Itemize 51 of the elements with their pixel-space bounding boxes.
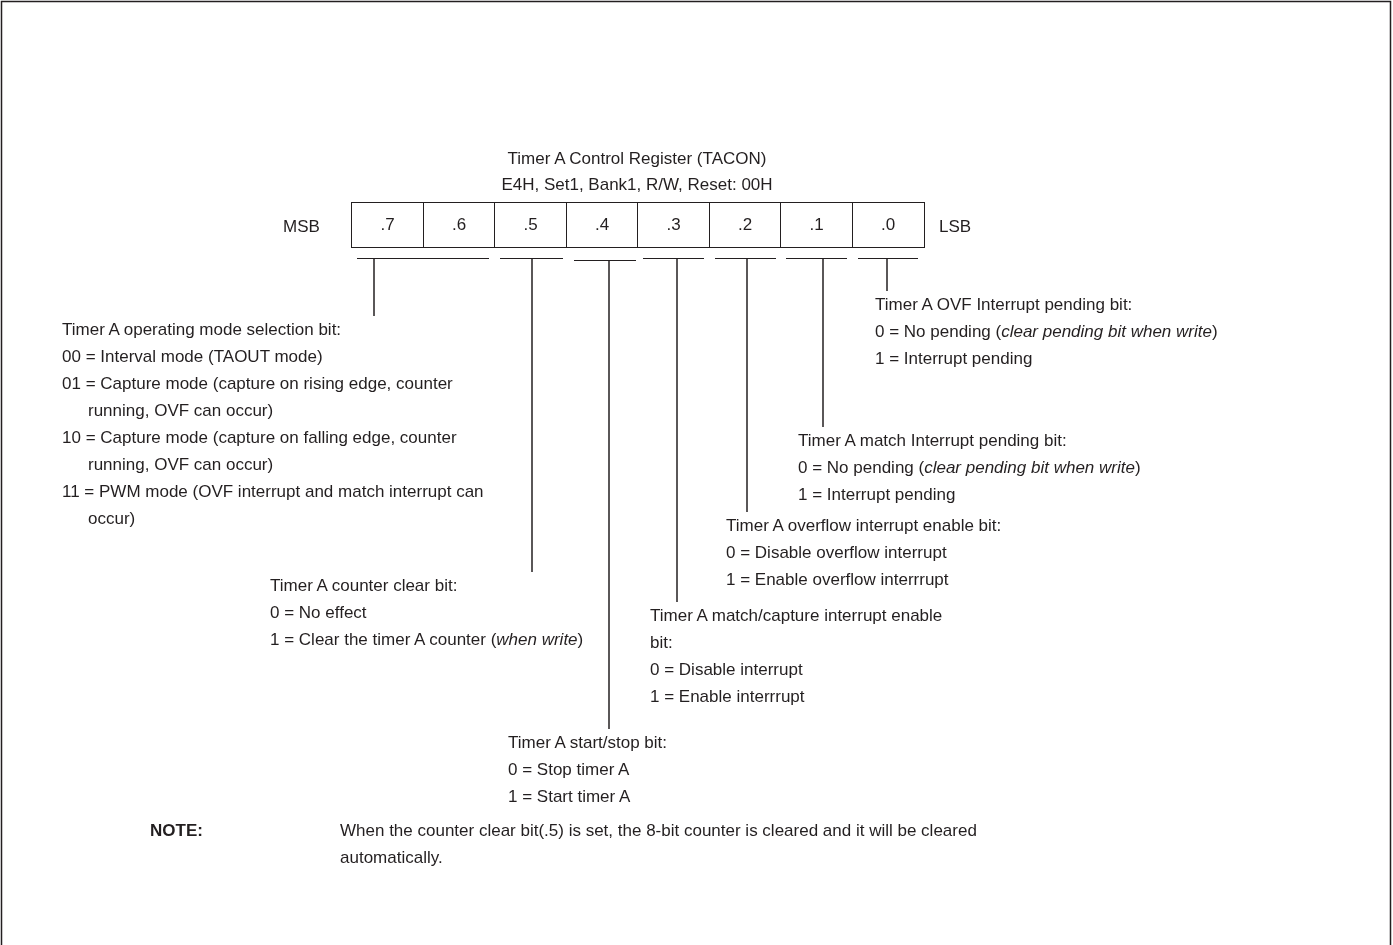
bit-cell: .3 xyxy=(637,202,710,248)
value-description: 0 = Stop timer A xyxy=(508,759,631,781)
value-description: 1 = Interrupt pending xyxy=(875,348,1034,370)
value-description: 0 = Disable interrupt xyxy=(650,659,804,681)
bracket-line xyxy=(357,258,489,259)
value-description: 00 = Interval mode (TAOUT mode) xyxy=(62,346,324,368)
value-description: 01 = Capture mode (capture on rising edge, counter running, OVF can occur) xyxy=(62,373,454,422)
lsb-label: LSB xyxy=(939,216,973,238)
value-description: 1 = Interrupt pending xyxy=(798,484,957,506)
bit-cell: .6 xyxy=(422,202,496,248)
leader-line xyxy=(373,258,375,317)
value-description: 0 = Disable overflow interrupt xyxy=(726,542,948,564)
field-heading: Timer A match Interrupt pending bit: xyxy=(798,430,1068,452)
leader-line xyxy=(822,258,824,428)
value-description: 0 = No pending (clear pending bit when write) xyxy=(798,457,1142,479)
leader-line xyxy=(676,258,678,603)
bracket-line xyxy=(643,258,704,259)
value-description: 1 = Clear the timer A counter (when write) xyxy=(270,629,585,651)
msb-label: MSB xyxy=(283,216,321,238)
bit-cell: .2 xyxy=(708,202,782,248)
value-description: 11 = PWM mode (OVF interrupt and match interrupt can occur) xyxy=(62,481,485,530)
field-heading: Timer A operating mode selection bit: xyxy=(62,319,343,341)
value-description: 1 = Start timer A xyxy=(508,786,632,808)
value-description: 10 = Capture mode (capture on falling edge, counter running, OVF can occur) xyxy=(62,427,458,476)
value-description: 0 = No effect xyxy=(270,602,368,624)
value-description: 1 = Enable interrrupt xyxy=(650,686,806,708)
note-text: When the counter clear bit(.5) is set, the 8-bit counter is cleared and it will be cleared automatically. xyxy=(340,820,978,869)
bracket-line xyxy=(500,258,563,259)
field-heading: Timer A start/stop bit: xyxy=(508,732,669,754)
value-description: 1 = Enable overflow interrrupt xyxy=(726,569,950,591)
value-description: 0 = No pending (clear pending bit when write) xyxy=(875,321,1219,343)
bit-cell: .4 xyxy=(565,202,639,248)
note-heading: NOTE: xyxy=(150,820,204,842)
leader-line xyxy=(608,260,610,730)
bracket-line xyxy=(715,258,776,259)
field-heading: Timer A OVF Interrupt pending bit: xyxy=(875,294,1134,316)
register-title: Timer A Control Register (TACON) xyxy=(506,149,768,169)
leader-line xyxy=(886,258,888,292)
register-address-info: E4H, Set1, Bank1, R/W, Reset: 00H xyxy=(500,174,774,196)
bit-cell: .7 xyxy=(351,202,424,248)
field-heading: Timer A overflow interrupt enable bit: xyxy=(726,515,1003,537)
leader-line xyxy=(746,258,748,513)
bit-cell: .0 xyxy=(851,202,925,248)
leader-line xyxy=(531,258,533,573)
bracket-line xyxy=(574,260,636,261)
field-heading: Timer A match/capture interrupt enable bit: xyxy=(650,605,944,654)
bracket-line xyxy=(786,258,847,259)
bit-cell: .5 xyxy=(494,202,567,248)
bit-cell: .1 xyxy=(780,202,853,248)
bracket-line xyxy=(858,258,918,259)
field-heading: Timer A counter clear bit: xyxy=(270,575,459,597)
